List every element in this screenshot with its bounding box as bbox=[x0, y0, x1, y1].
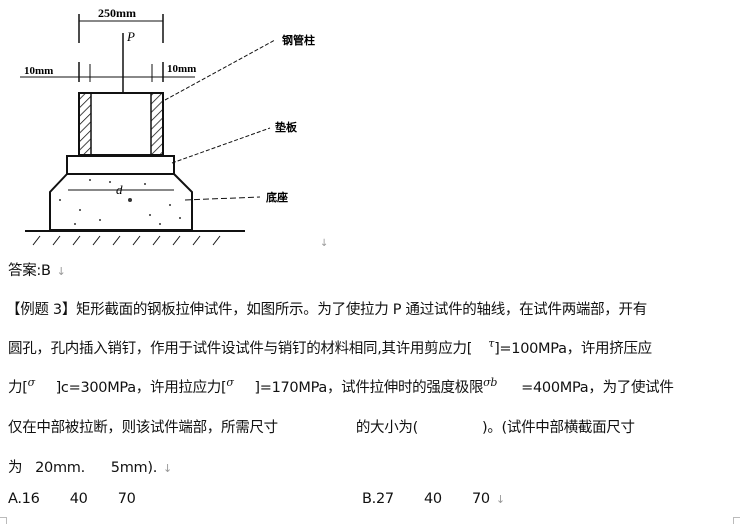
question-line-1: 【例题 3】矩形截面的钢板拉伸试件，如图所示。为了使拉力 P 通过试件的轴线，在… bbox=[6, 302, 647, 318]
question-line-4: 仅在中部被拉断，则该试件端部，所需尺寸 的大小为( )。(试件中部横截面尺寸 bbox=[8, 416, 635, 437]
diameter-d-label: d bbox=[116, 182, 123, 197]
paragraph-mark: ↓ bbox=[495, 493, 505, 506]
load-p-label: P bbox=[126, 29, 135, 44]
answer-text: 答案:B bbox=[8, 263, 51, 279]
answer-line: 答案:B ↓ bbox=[8, 259, 66, 280]
sigma-symbol: σ bbox=[226, 376, 234, 390]
text: 圆孔，孔内插入销钉，作用于试件设试件与销钉的材料相同,其许用剪应力[ bbox=[8, 341, 473, 357]
text: ]=170MPa，试件拉伸时的强度极限 bbox=[254, 380, 484, 396]
text: B.27 40 70 bbox=[362, 491, 490, 507]
question-line-3: 力[σ]c=300MPa，许用拉应力[σ]=170MPa，试件拉伸时的强度极限σ… bbox=[8, 376, 674, 397]
text: =400MPa，为了使试件 bbox=[521, 380, 674, 396]
question-line-2: 圆孔，孔内插入销钉，作用于试件设试件与销钉的材料相同,其许用剪应力[ τ]=100… bbox=[8, 337, 652, 358]
text: ]c=300MPa，许用拉应力[ bbox=[55, 380, 227, 396]
margin-corner-mark bbox=[733, 517, 740, 524]
sigma-b-symbol: σb bbox=[483, 376, 498, 390]
text: 力[ bbox=[8, 380, 28, 396]
dim-10mm-right: 10mm bbox=[167, 63, 196, 75]
dim-250mm: 250mm bbox=[98, 6, 136, 20]
paragraph-mark: ↓ bbox=[320, 238, 328, 249]
column-diagram: 250mm P 10mm 10mm d 钢管柱 垫板 底座 ↓ bbox=[20, 6, 328, 249]
dim-10mm-left: 10mm bbox=[24, 65, 53, 77]
label-base: 底座 bbox=[266, 190, 288, 204]
text: ]=100MPa，许用挤压应 bbox=[494, 341, 652, 357]
paragraph-mark: ↓ bbox=[163, 462, 172, 475]
text: 仅在中部被拉断，则该试件端部，所需尺寸 bbox=[8, 420, 278, 436]
label-pad-plate: 垫板 bbox=[275, 120, 298, 134]
margin-corner-mark bbox=[0, 517, 7, 524]
option-a: A.16 40 70 bbox=[8, 491, 136, 507]
tau-symbol: τ bbox=[488, 337, 495, 351]
text: 的大小为( bbox=[355, 420, 418, 436]
text: 为 20mm. 5mm). bbox=[8, 460, 158, 476]
paragraph-mark: ↓ bbox=[56, 265, 66, 278]
label-steel-column: 钢管柱 bbox=[282, 33, 315, 47]
text: )。(试件中部横截面尺寸 bbox=[481, 420, 635, 436]
question-line-5: 为 20mm. 5mm). ↓ bbox=[8, 456, 172, 477]
sigma-symbol: σ bbox=[27, 376, 36, 390]
option-b: B.27 40 70 ↓ bbox=[362, 491, 505, 507]
